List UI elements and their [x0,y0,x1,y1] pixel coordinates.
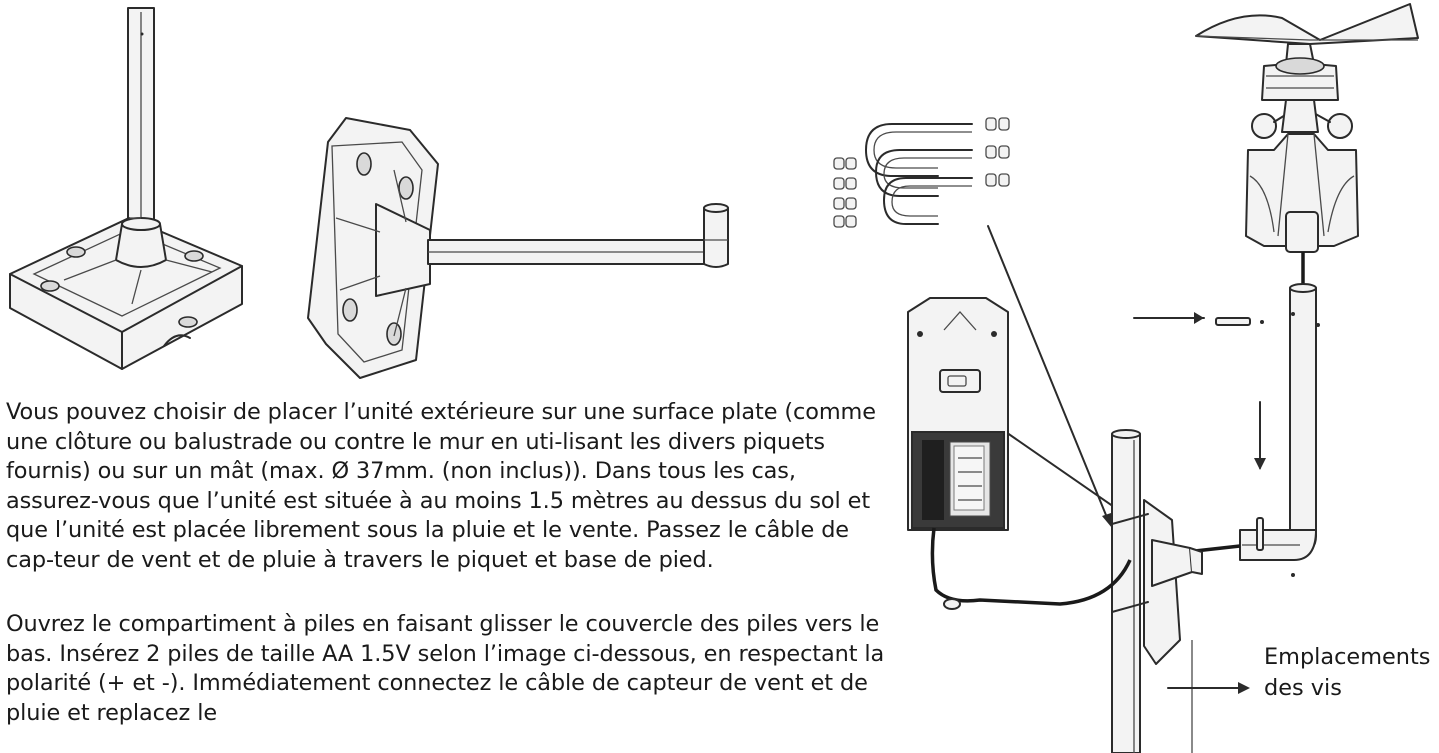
pole-stand-figure [4,4,249,396]
sensor-mount-figure [890,0,1439,753]
placement-instructions: Vous pouvez choisir de placer l’unité ex… [6,399,876,573]
battery-instructions: Ouvrez le compartiment à piles en faisan… [6,611,885,726]
screw-locations-label-line1: Emplacements [1264,644,1431,670]
screw-locations-label-line2: des vis [1264,675,1342,701]
u-bolts-figure [828,110,1023,245]
wall-bracket-figure [298,112,750,387]
